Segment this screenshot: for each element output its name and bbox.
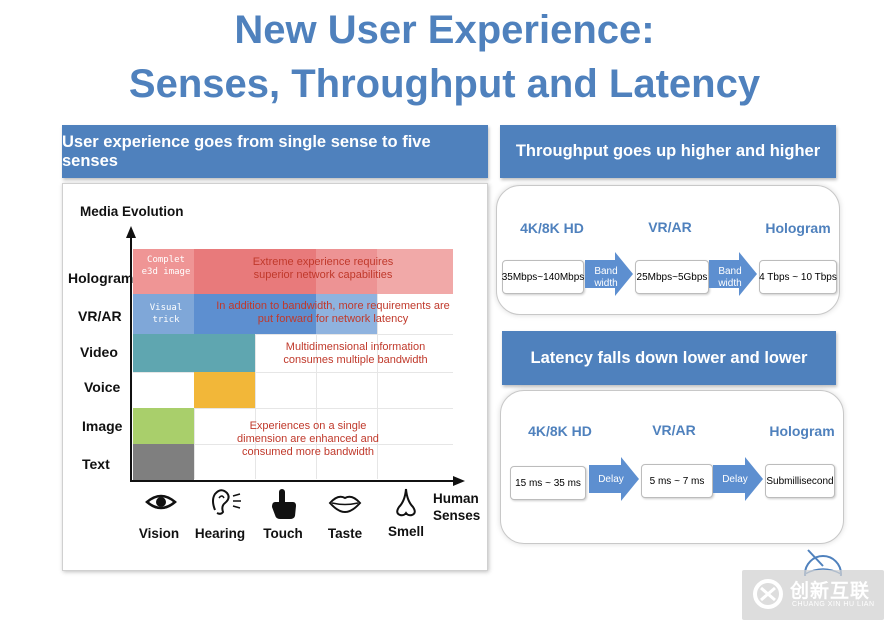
row-label-video: Video — [80, 344, 118, 360]
throughput-value-hologram: 4 Tbps ~ 10 Tbps — [759, 260, 837, 294]
eye-icon — [145, 494, 177, 510]
sense-label-smell: Smell — [387, 524, 425, 539]
watermark-sub: CHUANG XIN HU LIAN — [792, 601, 875, 608]
visual-trick-text: Visual trick — [149, 303, 183, 325]
axis-x-label-line-1: Human — [433, 491, 479, 506]
delay-arrow-2 — [713, 457, 763, 501]
throughput-header: Throughput goes up higher and higher — [500, 125, 836, 178]
vrar-hearing-touch-cell — [194, 294, 316, 334]
lips-icon — [328, 495, 362, 514]
watermark-logo-icon — [753, 579, 783, 609]
bandwidth-arrow-2-label: Band width — [718, 266, 742, 289]
hologram-taste-cell — [316, 249, 377, 294]
row-label-voice: Voice — [84, 379, 121, 395]
bandwidth-arrow-1-label: Band width — [594, 266, 618, 289]
grid-line — [316, 249, 317, 479]
hologram-hearing-touch-cell — [194, 249, 316, 294]
axis-x-label-line-2: Senses — [433, 508, 481, 523]
row-label-text: Text — [82, 456, 110, 472]
latency-header: Latency falls down lower and lower — [502, 331, 836, 385]
latency-panel: 4K/8K HD VR/AR Hologram 15 ms ~ 35 ms De… — [500, 390, 844, 544]
grid-line — [377, 249, 378, 479]
throughput-panel: 4K/8K HD VR/AR Hologram 35Mbps~140Mbps B… — [496, 185, 840, 315]
hologram-vision-cell — [133, 249, 194, 294]
note-single-dimension: Experiences on a single dimension are en… — [237, 420, 379, 458]
title-line-2: Senses, Throughput and Latency — [128, 62, 761, 106]
nose-icon — [396, 488, 416, 517]
vrar-taste-cell — [316, 294, 377, 334]
delay-arrow-1-label: Delay — [598, 474, 624, 485]
throughput-stage-hologram: Hologram — [765, 220, 831, 236]
complete-3d-image-text: Complet e3d image — [141, 255, 191, 277]
axis-x-label: Human Senses — [433, 490, 480, 524]
row-label-vrar: VR/AR — [78, 308, 122, 324]
note-extreme-experience: Extreme experience requires superior net… — [252, 256, 394, 281]
throughput-value-4k: 35Mbps~140Mbps — [502, 260, 584, 294]
image-cell — [133, 408, 194, 444]
sense-label-hearing: Hearing — [194, 526, 246, 541]
ear-icon — [212, 489, 241, 515]
vrar-vision-cell — [133, 294, 194, 334]
latency-value-vrar: 5 ms ~ 7 ms — [641, 464, 713, 498]
axes — [126, 226, 465, 486]
sense-label-taste: Taste — [327, 526, 363, 541]
title-line-1: New User Experience: — [234, 8, 655, 52]
row-label-image: Image — [82, 418, 123, 434]
latency-value-hologram: Submillisecond — [765, 464, 835, 498]
throughput-stage-vrar: VR/AR — [648, 219, 692, 235]
grid-line — [255, 249, 256, 479]
note-network-latency: In addition to bandwidth, more requireme… — [216, 300, 450, 325]
media-evolution-title: Media Evolution — [80, 204, 184, 219]
bandwidth-arrow-2 — [709, 252, 757, 296]
video-cell — [133, 334, 255, 372]
media-evolution-panel: Media Evolution Complet e3d image Visual… — [62, 183, 488, 571]
senses-header: User experience goes from single sense t… — [62, 125, 488, 178]
throughput-value-vrar: 25Mbps~5Gbps — [635, 260, 709, 294]
watermark: 创新互联 CHUANG XIN HU LIAN — [742, 570, 884, 620]
watermark-brand: 创新互联 — [790, 581, 871, 602]
sense-label-vision: Vision — [138, 526, 180, 541]
voice-cell — [194, 372, 255, 408]
hand-touch-icon — [272, 489, 296, 519]
row-label-hologram: Hologram — [68, 270, 134, 286]
throughput-stage-4k: 4K/8K HD — [520, 220, 584, 236]
delay-arrow-2-label: Delay — [722, 474, 748, 485]
grid-line — [133, 372, 453, 373]
latency-value-4k: 15 ms ~ 35 ms — [510, 466, 586, 500]
delay-arrow-1 — [589, 457, 639, 501]
note-multidimensional: Multidimensional information consumes mu… — [283, 341, 428, 366]
bandwidth-arrow-1 — [585, 252, 633, 296]
text-cell — [133, 444, 194, 480]
latency-stage-4k: 4K/8K HD — [528, 423, 592, 439]
grid-line — [133, 408, 453, 409]
grid-line — [133, 334, 453, 335]
latency-stage-vrar: VR/AR — [652, 422, 696, 438]
grid-line — [133, 444, 453, 445]
latency-stage-hologram: Hologram — [769, 423, 835, 439]
sense-label-touch: Touch — [263, 526, 303, 541]
